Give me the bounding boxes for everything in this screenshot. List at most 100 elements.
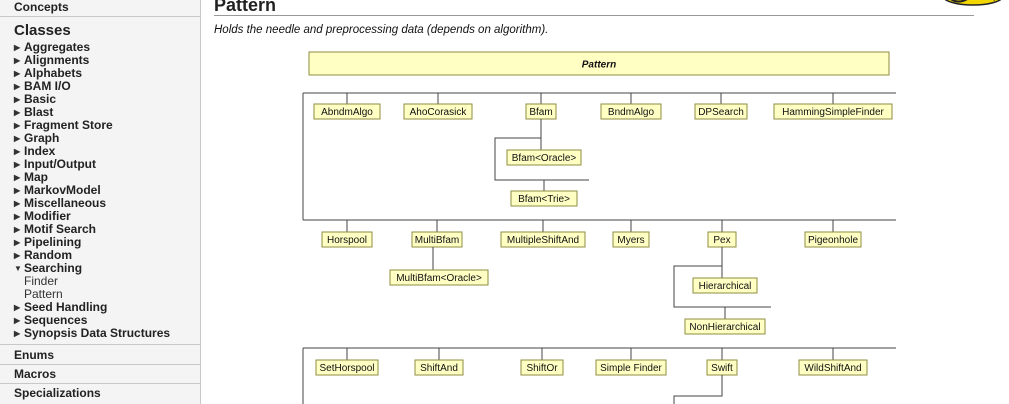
triangle-right-icon[interactable]: ▶	[14, 251, 21, 260]
class-box-row3[interactable]: ShiftAnd	[414, 359, 464, 376]
sidebar-item[interactable]: ▶Alphabets	[14, 67, 170, 80]
divider	[0, 16, 200, 17]
class-label: MultipleShiftAnd	[507, 235, 579, 246]
class-label: MultiBfam	[415, 235, 459, 246]
sidebar-subitem[interactable]: Finder	[14, 275, 170, 288]
divider	[0, 344, 200, 345]
class-box-row3[interactable]: ShiftOr	[520, 359, 564, 376]
class-box	[798, 359, 868, 376]
triangle-right-icon[interactable]: ▶	[14, 303, 21, 312]
sidebar-item[interactable]: ▶Alignments	[14, 54, 170, 67]
class-box-row2[interactable]: MultiBfam	[411, 231, 463, 248]
triangle-right-icon[interactable]: ▶	[14, 108, 21, 117]
triangle-right-icon[interactable]: ▶	[14, 173, 21, 182]
class-box-row3[interactable]: WildShiftAnd	[798, 359, 868, 376]
sidebar-classes[interactable]: Classes	[14, 22, 71, 39]
class-box-hierarchical[interactable]: Hierarchical	[692, 277, 758, 294]
sidebar-subitem[interactable]: Pattern	[14, 288, 170, 301]
class-box-row1[interactable]: AhoCorasick	[403, 103, 473, 120]
sidebar-item[interactable]: ▶BAM I/O	[14, 80, 170, 93]
class-label: SetHorspool	[319, 363, 374, 374]
sidebar-item-label: Index	[24, 144, 56, 158]
triangle-right-icon[interactable]: ▶	[14, 316, 21, 325]
sidebar-macros[interactable]: Macros	[14, 367, 57, 381]
sidebar-item[interactable]: ▶Modifier	[14, 210, 170, 223]
sidebar-item[interactable]: ▶Random	[14, 249, 170, 262]
triangle-right-icon[interactable]: ▶	[14, 147, 21, 156]
class-box-row3[interactable]: SetHorspool	[315, 359, 379, 376]
seqan-logo	[897, 0, 1007, 19]
class-box	[692, 277, 758, 294]
class-box	[506, 149, 582, 166]
class-box-row2[interactable]: MultipleShiftAnd	[500, 231, 586, 248]
sidebar-item-label: Searching	[24, 261, 83, 275]
connector-line	[495, 137, 542, 150]
sidebar-item[interactable]: ▶Basic	[14, 93, 170, 106]
sidebar-item[interactable]: ▼Searching	[14, 262, 170, 275]
triangle-right-icon[interactable]: ▶	[14, 69, 21, 78]
class-label: Swift	[711, 363, 733, 374]
class-label: ShiftAnd	[420, 363, 458, 374]
class-box-bfam-oracle[interactable]: Bfam<Oracle>	[506, 149, 582, 166]
sidebar-concepts[interactable]: Concepts	[14, 0, 69, 14]
triangle-right-icon[interactable]: ▶	[14, 56, 21, 65]
class-box-row1[interactable]: Bfam	[525, 103, 557, 120]
class-box-row2[interactable]: Pex	[707, 231, 737, 248]
triangle-right-icon[interactable]: ▶	[14, 134, 21, 143]
triangle-right-icon[interactable]: ▶	[14, 160, 21, 169]
triangle-right-icon[interactable]: ▶	[14, 329, 21, 338]
triangle-right-icon[interactable]: ▶	[14, 199, 21, 208]
class-box-row1[interactable]: HammingSimpleFinder	[773, 103, 893, 120]
triangle-right-icon[interactable]: ▶	[14, 186, 21, 195]
triangle-right-icon[interactable]: ▶	[14, 82, 21, 91]
sidebar-item[interactable]: ▶Pipelining	[14, 236, 170, 249]
sidebar-item-label: Miscellaneous	[24, 196, 107, 210]
sidebar-item[interactable]: ▶Graph	[14, 132, 170, 145]
class-box-row1[interactable]: BndmAlgo	[600, 103, 662, 120]
class-box-pattern[interactable]: Pattern	[308, 51, 890, 76]
class-box	[612, 231, 650, 248]
class-box-multibfam-oracle[interactable]: MultiBfam<Oracle>	[389, 269, 489, 286]
sidebar-item-label: Alphabets	[24, 66, 83, 80]
class-label: Bfam<Oracle>	[512, 153, 577, 164]
class-box-row2[interactable]: Pigeonhole	[804, 231, 862, 248]
sidebar-item[interactable]: ▶Miscellaneous	[14, 197, 170, 210]
class-box-nonhierarchical[interactable]: NonHierarchical	[684, 318, 766, 335]
sidebar-item[interactable]: ▶Fragment Store	[14, 119, 170, 132]
sidebar-item-label: Random	[24, 248, 72, 262]
class-box-row1[interactable]: DPSearch	[694, 103, 748, 120]
sidebar-item[interactable]: ▶Aggregates	[14, 41, 170, 54]
class-box-row2[interactable]: Myers	[612, 231, 650, 248]
class-box-row3[interactable]: Swift	[706, 359, 738, 376]
sidebar-item[interactable]: ▶Input/Output	[14, 158, 170, 171]
sidebar-item[interactable]: ▶Motif Search	[14, 223, 170, 236]
sidebar-item[interactable]: ▶Synopsis Data Structures	[14, 327, 170, 340]
triangle-right-icon[interactable]: ▶	[14, 95, 21, 104]
triangle-right-icon[interactable]: ▶	[14, 121, 21, 130]
class-box-row3[interactable]: Simple Finder	[595, 359, 667, 376]
triangle-right-icon[interactable]: ▶	[14, 212, 21, 221]
sidebar-item-label: Blast	[24, 105, 54, 119]
class-box	[600, 103, 662, 120]
sidebar-item[interactable]: ▶Seed Handling	[14, 301, 170, 314]
class-label: Pattern	[582, 60, 616, 71]
sidebar-item[interactable]: ▶Sequences	[14, 314, 170, 327]
class-box-row2[interactable]: Horspool	[321, 231, 373, 248]
sidebar-item[interactable]: ▶Index	[14, 145, 170, 158]
sidebar-specializations[interactable]: Specializations	[14, 386, 101, 400]
class-box-row1[interactable]: AbndmAlgo	[313, 103, 381, 120]
sidebar-item-label: Aggregates	[24, 40, 91, 54]
class-box	[804, 231, 862, 248]
sidebar-item[interactable]: ▶MarkovModel	[14, 184, 170, 197]
sidebar-item[interactable]: ▶Blast	[14, 106, 170, 119]
sidebar-enums[interactable]: Enums	[14, 348, 55, 362]
sidebar-item-label: Finder	[24, 274, 59, 288]
sidebar-class-list: ▶Aggregates▶Alignments▶Alphabets▶BAM I/O…	[14, 41, 170, 340]
triangle-right-icon[interactable]: ▶	[14, 238, 21, 247]
class-box-bfam-trie[interactable]: Bfam<Trie>	[510, 190, 578, 207]
triangle-right-icon[interactable]: ▶	[14, 43, 21, 52]
sidebar-item[interactable]: ▶Map	[14, 171, 170, 184]
triangle-right-icon[interactable]: ▶	[14, 225, 21, 234]
sidebar-item-label: Input/Output	[24, 157, 96, 171]
triangle-down-icon[interactable]: ▼	[14, 264, 22, 273]
